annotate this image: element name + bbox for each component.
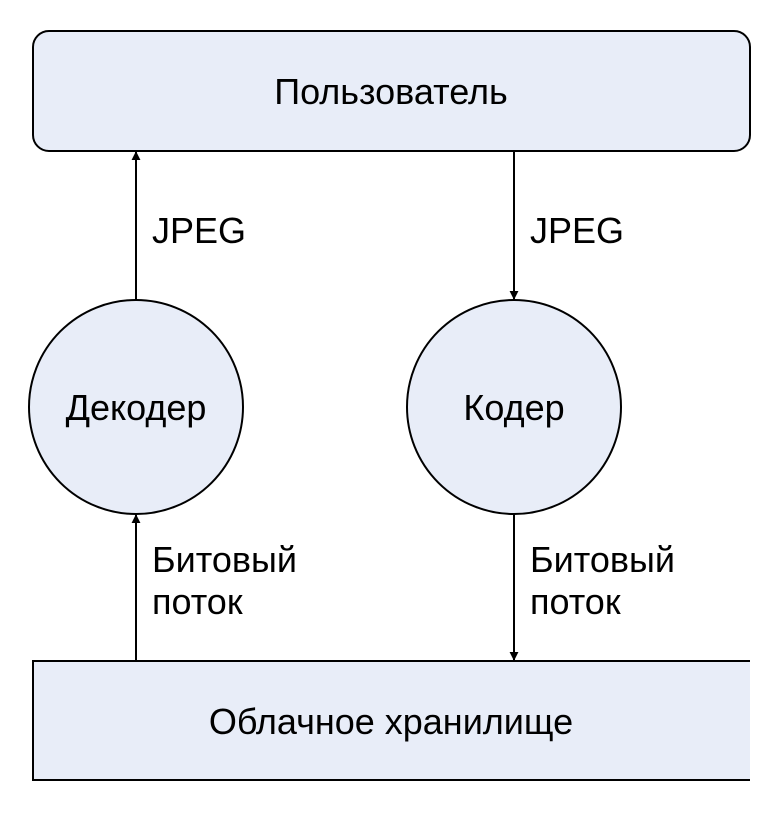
label-decoder-to-user: JPEG: [152, 210, 246, 251]
label-storage-to-decoder-line-2: поток: [152, 581, 243, 622]
label-encoder-to-storage-line-1: Битовый: [530, 539, 675, 580]
cloud-storage-box-fill: [33, 661, 750, 780]
label-encoder-to-storage: Битовый поток: [530, 539, 685, 622]
label-storage-to-decoder: Битовый поток: [152, 539, 307, 622]
cloud-storage-node-label: Облачное хранилище: [209, 701, 573, 742]
user-node-label: Пользователь: [274, 71, 508, 112]
decoder-node-label: Декодер: [66, 387, 207, 428]
label-storage-to-decoder-line-1: Битовый: [152, 539, 297, 580]
user-node-box: [32, 30, 751, 152]
encoder-node-label: Кодер: [463, 387, 564, 428]
label-user-to-encoder: JPEG: [530, 210, 624, 251]
label-encoder-to-storage-line-2: поток: [530, 581, 621, 622]
cloud-storage-box-outline: [32, 660, 750, 781]
